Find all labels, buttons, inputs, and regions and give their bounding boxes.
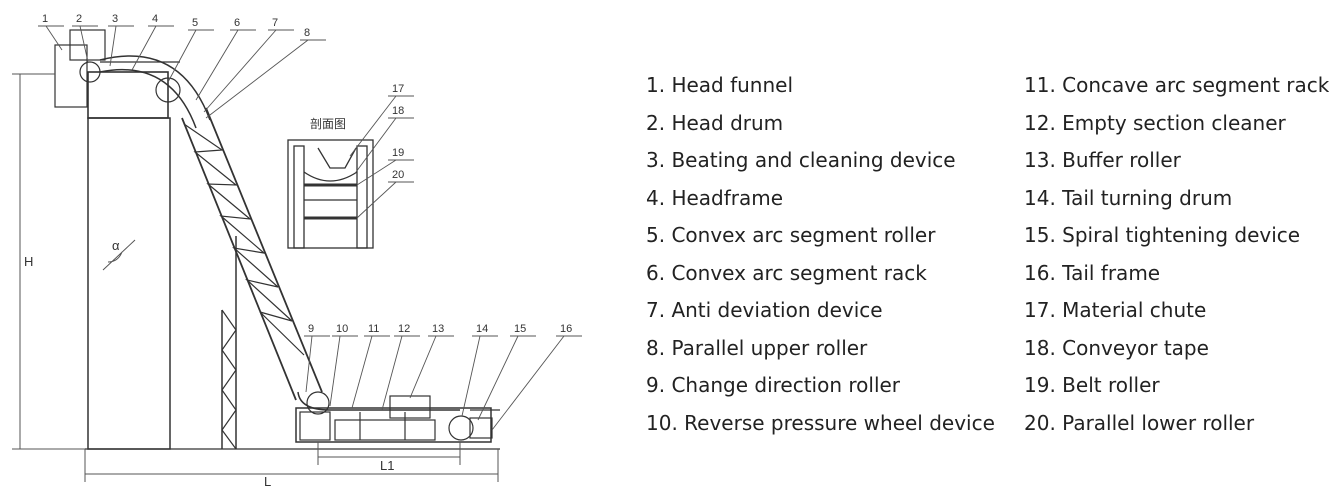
convex-arc-roller (155, 77, 181, 103)
callout-number: 15 (514, 323, 526, 335)
callout-leader (305, 335, 313, 393)
material-chute (317, 147, 357, 169)
incline-rail-lower (181, 117, 297, 401)
callout-number: 14 (476, 323, 488, 335)
callout-number: 7 (272, 17, 278, 29)
legend-item: 3. Beating and cleaning device (646, 148, 956, 172)
callout-leader (45, 25, 63, 51)
legend-right-column: 11. Concave arc segment rack 12. Empty s… (1024, 70, 1329, 445)
callout-leader (491, 335, 565, 431)
section-view-label: 剖面图 (310, 117, 346, 131)
callout-number: 13 (432, 323, 444, 335)
legend-item: 5. Convex arc segment roller (646, 223, 936, 247)
tower-bracing (221, 309, 237, 450)
callout-leader (79, 25, 89, 63)
legend-item: 1. Head funnel (646, 73, 794, 97)
callout-number: 12 (398, 323, 410, 335)
legend-item: 17. Material chute (1024, 298, 1207, 322)
callout-number: 20 (392, 169, 404, 181)
callout-number: 1 (42, 13, 48, 25)
head-support-column (87, 117, 171, 450)
tail-frame (295, 407, 492, 443)
callout-leader (409, 335, 437, 399)
legend-item: 10. Reverse pressure wheel device (646, 410, 995, 435)
callout-leader (356, 159, 397, 186)
callout-leader (477, 335, 519, 421)
callout-leader (205, 39, 309, 119)
legend-item: 2. Head drum (646, 110, 784, 135)
dimension-l1-label: L1 (380, 458, 394, 473)
legend-item: 12. Empty section cleaner (1024, 110, 1286, 135)
callout-leader (349, 95, 397, 157)
concave-arc (297, 391, 460, 411)
callout-number: 2 (76, 13, 82, 25)
callout-number: 4 (152, 13, 158, 25)
callout-number: 9 (308, 323, 314, 335)
callout-leader (381, 335, 403, 411)
empty-section-cleaner (389, 395, 431, 419)
legend-item: 19. Belt roller (1024, 373, 1160, 397)
callout-number: 8 (304, 27, 310, 39)
dimension-angle-label: α (112, 238, 120, 253)
callout-number: 10 (336, 323, 348, 335)
callout-leader (131, 25, 157, 71)
legend-item: 4. Headframe (646, 185, 784, 210)
dimension-l-label: L (264, 474, 271, 489)
legend-item: 14. Tail turning drum (1024, 185, 1233, 210)
head-funnel (54, 44, 88, 108)
spiral-tightening-device (469, 417, 493, 439)
callout-number: 17 (392, 83, 404, 95)
angle-marker (102, 239, 136, 271)
callout-leader (167, 29, 197, 83)
legend-item: 8. Parallel upper roller (646, 335, 868, 360)
callout-number: 11 (368, 323, 379, 335)
legend-left-column: 1. Head funnel 2. Head drum 3. Beating a… (646, 70, 995, 445)
callout-number: 18 (392, 105, 404, 117)
callout-leader (109, 25, 117, 67)
headframe (87, 71, 169, 119)
incline-rail-upper (205, 107, 323, 393)
legend-item: 15. Spiral tightening device (1024, 223, 1301, 247)
legend-item: 6. Convex arc segment rack (646, 260, 927, 285)
callout-leader (195, 29, 239, 101)
callout-number: 19 (392, 147, 404, 159)
legend-item: 9. Change direction roller (646, 373, 901, 397)
section-view-frame (287, 139, 374, 249)
callout-leader (329, 335, 341, 407)
conveyor-tape (303, 171, 358, 182)
callout-leader (355, 117, 397, 173)
legend-item: 18. Conveyor tape (1024, 335, 1209, 360)
tail-turning-drum (448, 415, 474, 441)
change-direction-roller (306, 391, 330, 415)
incline-truss (183, 123, 305, 356)
legend-item: 16. Tail frame (1024, 260, 1161, 285)
legend-item: 13. Buffer roller (1024, 148, 1181, 172)
callout-leader (203, 29, 277, 113)
legend-item: 7. Anti deviation device (646, 298, 883, 322)
dimension-h-label: H (24, 254, 33, 269)
callout-leader (351, 335, 373, 409)
callout-number: 6 (234, 17, 240, 29)
callout-number: 5 (192, 17, 198, 29)
legend-item: 20. Parallel lower roller (1024, 410, 1255, 435)
callout-number: 16 (560, 323, 572, 335)
convex-arc (99, 55, 211, 121)
callout-leader (356, 181, 397, 219)
legend-item: 11. Concave arc segment rack (1024, 73, 1329, 97)
callout-leader (461, 335, 481, 417)
callout-number: 3 (112, 13, 118, 25)
